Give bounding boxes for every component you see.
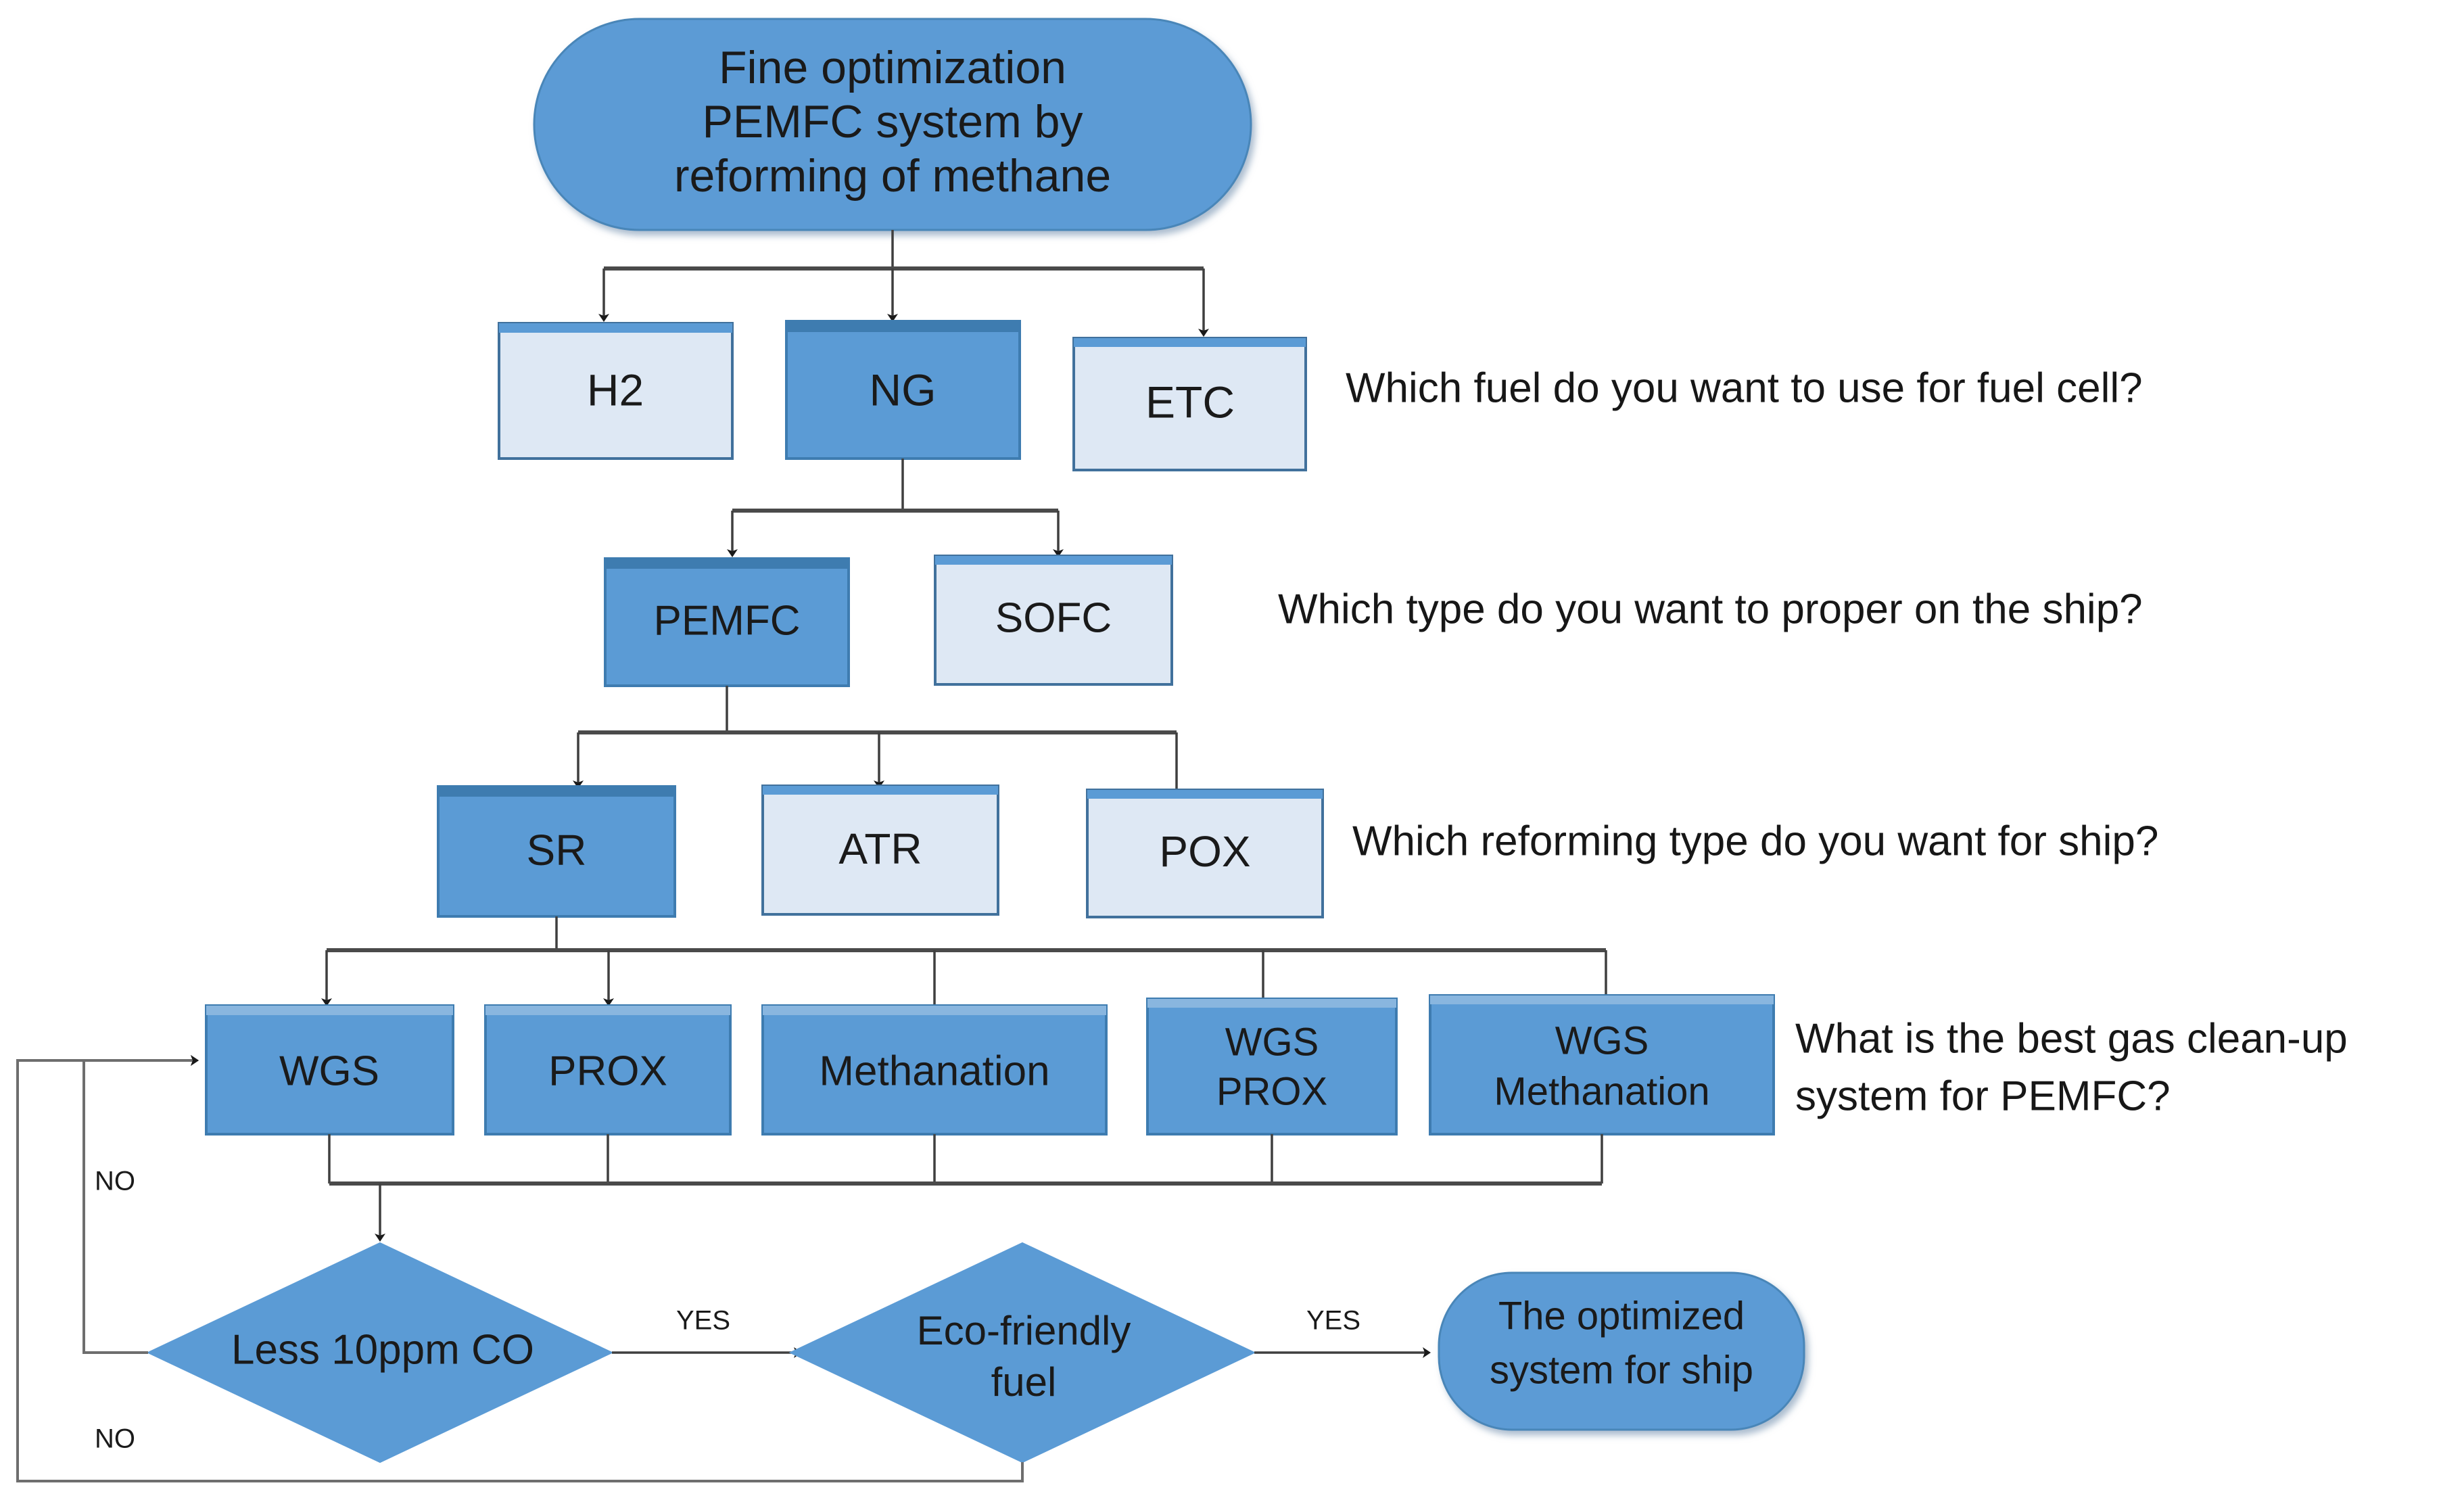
node-pox-shape bbox=[1086, 789, 1324, 918]
node-sr-topbar bbox=[438, 787, 675, 797]
node-pemfc-topbar bbox=[605, 559, 849, 569]
node-decision-co-check-label: Less 10ppm CO bbox=[231, 1326, 534, 1373]
node-prox[interactable]: PROX bbox=[484, 1004, 732, 1136]
node-etc-label: ETC bbox=[1145, 377, 1235, 427]
node-ng-shape bbox=[785, 320, 1021, 460]
node-sr-label: SR bbox=[527, 826, 587, 874]
edge-label-yes-1: YES bbox=[676, 1306, 730, 1336]
connector-root-to-fuel-row bbox=[598, 230, 1209, 337]
node-wgs-methanation-topbar bbox=[1430, 996, 1774, 1004]
node-wgs-methanation-shape bbox=[1429, 994, 1775, 1136]
node-decision-eco-check[interactable]: Eco-friendly fuel bbox=[788, 1242, 1256, 1464]
connector-cleanup-to-decision bbox=[328, 1134, 1603, 1242]
connector-pemfc-to-reforming-row bbox=[573, 686, 1182, 801]
node-h2-shape bbox=[498, 322, 734, 460]
node-atr[interactable]: ATR bbox=[761, 785, 999, 916]
node-root-title-line2: PEMFC system by bbox=[703, 96, 1083, 147]
node-etc[interactable]: ETC bbox=[1072, 337, 1307, 471]
node-pox[interactable]: POX bbox=[1086, 789, 1324, 918]
node-decision-co-check-shape bbox=[146, 1242, 614, 1464]
node-pemfc[interactable]: PEMFC bbox=[604, 557, 850, 687]
node-wgs-prox[interactable]: WGS PROX bbox=[1146, 998, 1398, 1136]
node-wgs-methanation-line1: WGS bbox=[1555, 1019, 1649, 1062]
node-methanation-label: Methanation bbox=[819, 1048, 1049, 1094]
node-wgs-prox-shape bbox=[1146, 998, 1398, 1136]
connector-ng-to-type-row bbox=[727, 459, 1064, 557]
node-h2-topbar bbox=[499, 323, 732, 333]
node-wgs-prox-topbar bbox=[1147, 999, 1396, 1008]
node-atr-shape bbox=[761, 785, 999, 916]
node-sofc-label: SOFC bbox=[995, 594, 1112, 641]
edge-label-no-1: NO bbox=[95, 1167, 135, 1196]
node-h2[interactable]: H2 bbox=[498, 322, 734, 460]
node-etc-shape bbox=[1072, 337, 1307, 471]
node-terminal-optimized-system[interactable]: The optimized system for ship bbox=[1438, 1271, 1805, 1431]
node-terminal-optimized-system-shape bbox=[1438, 1271, 1805, 1431]
node-root-title-line1: Fine optimization bbox=[719, 42, 1066, 93]
node-terminal-line1: The optimized bbox=[1498, 1294, 1745, 1338]
node-sofc-topbar bbox=[935, 556, 1172, 565]
edge-eco-check-yes: YES bbox=[1254, 1306, 1431, 1358]
node-decision-eco-check-line1: Eco-friendly bbox=[917, 1308, 1131, 1353]
edge-label-yes-2: YES bbox=[1306, 1306, 1360, 1336]
node-ng-topbar bbox=[786, 321, 1020, 332]
node-decision-eco-check-line2: fuel bbox=[991, 1359, 1057, 1405]
node-root-title-line3: reforming of methane bbox=[674, 150, 1111, 202]
node-pemfc-label: PEMFC bbox=[654, 597, 801, 644]
node-prox-topbar bbox=[485, 1006, 730, 1015]
node-root-title[interactable]: Fine optimization PEMFC system by reform… bbox=[533, 18, 1252, 231]
node-ng-label: NG bbox=[870, 365, 937, 415]
node-wgs-methanation[interactable]: WGS Methanation bbox=[1429, 994, 1775, 1136]
node-atr-topbar bbox=[763, 786, 998, 795]
node-methanation[interactable]: Methanation bbox=[761, 1004, 1108, 1136]
node-wgs-label: WGS bbox=[279, 1048, 379, 1094]
node-decision-co-check[interactable]: Less 10ppm CO bbox=[146, 1242, 614, 1464]
node-wgs-prox-line2: PROX bbox=[1216, 1069, 1327, 1113]
question-reforming-type: Which reforming type do you want for shi… bbox=[1352, 818, 2158, 864]
node-pox-topbar bbox=[1087, 790, 1323, 799]
node-methanation-topbar bbox=[763, 1006, 1106, 1015]
node-wgs-topbar bbox=[206, 1006, 453, 1015]
node-sofc-shape bbox=[934, 555, 1173, 686]
node-wgs-prox-line1: WGS bbox=[1225, 1020, 1319, 1064]
node-h2-label: H2 bbox=[587, 365, 644, 415]
question-gas-cleanup-line2: system for PEMFC? bbox=[1795, 1073, 2171, 1119]
node-terminal-line2: system for ship bbox=[1490, 1348, 1753, 1392]
node-sofc[interactable]: SOFC bbox=[934, 555, 1173, 686]
node-prox-label: PROX bbox=[548, 1048, 667, 1094]
question-gas-cleanup-line1: What is the best gas clean-up bbox=[1795, 1015, 2348, 1062]
edge-label-no-2: NO bbox=[95, 1424, 135, 1454]
node-etc-topbar bbox=[1074, 338, 1306, 347]
connector-sr-to-cleanup-row bbox=[321, 916, 1611, 1017]
node-ng[interactable]: NG bbox=[785, 320, 1021, 460]
node-wgs[interactable]: WGS bbox=[205, 1004, 454, 1136]
question-fuel-cell-type: Which type do you want to proper on the … bbox=[1278, 586, 2143, 632]
edge-eco-check-no-loop: NO bbox=[16, 1055, 1024, 1482]
node-sr[interactable]: SR bbox=[437, 785, 676, 918]
node-pox-label: POX bbox=[1159, 827, 1250, 876]
node-pemfc-shape bbox=[604, 557, 850, 687]
node-atr-label: ATR bbox=[838, 824, 922, 873]
node-wgs-shape bbox=[205, 1004, 454, 1136]
node-wgs-methanation-line2: Methanation bbox=[1494, 1069, 1709, 1113]
question-fuel-choice: Which fuel do you want to use for fuel c… bbox=[1346, 365, 2143, 411]
edge-co-check-yes: YES bbox=[612, 1306, 802, 1358]
